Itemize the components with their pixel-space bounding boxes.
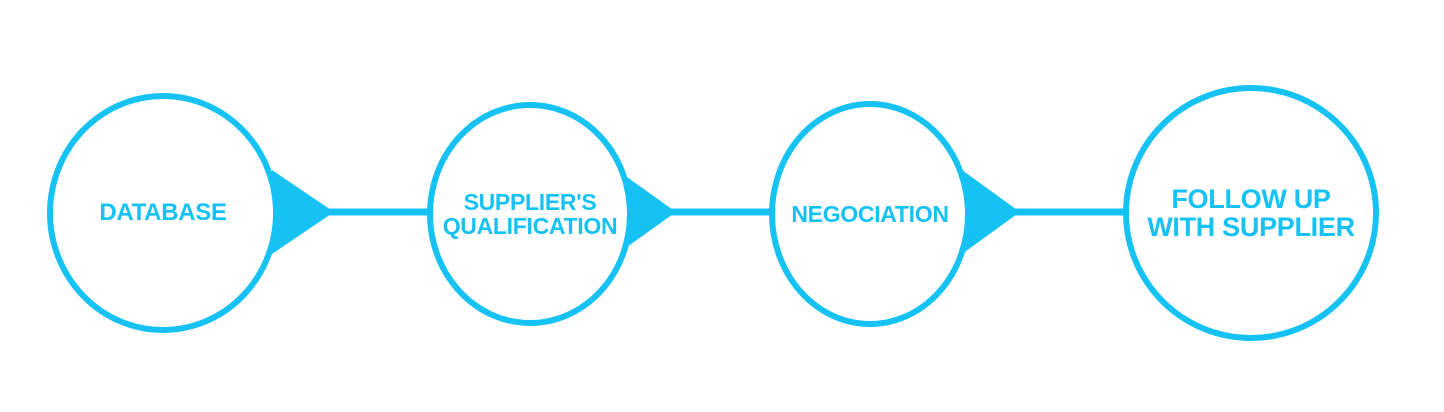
arrowhead-2	[620, 172, 676, 252]
step-label-line: SUPPLIER'S	[463, 188, 597, 215]
step-circle-negociation	[769, 101, 971, 327]
step-circle-database	[47, 93, 279, 333]
step-label-line: NEGOCIATION	[791, 200, 949, 227]
step-label-line: DATABASE	[99, 199, 227, 227]
step-label-line: WITH SUPPLIER	[1147, 212, 1355, 242]
step-circle-qualification	[427, 102, 633, 326]
arrowhead-3	[962, 170, 1020, 254]
step-label-line: FOLLOW UP	[1171, 183, 1331, 214]
step-label-negociation: NEGOCIATION	[772, 104, 968, 324]
step-label-qualification: SUPPLIER'S QUALIFICATION	[430, 105, 630, 323]
step-label-follow-up: FOLLOW UP WITH SUPPLIER	[1126, 88, 1376, 338]
step-label-database: DATABASE	[50, 96, 276, 330]
arrowhead-1	[272, 170, 334, 254]
step-circle-follow-up	[1123, 85, 1379, 341]
step-label-line: QUALIFICATION	[442, 213, 618, 239]
